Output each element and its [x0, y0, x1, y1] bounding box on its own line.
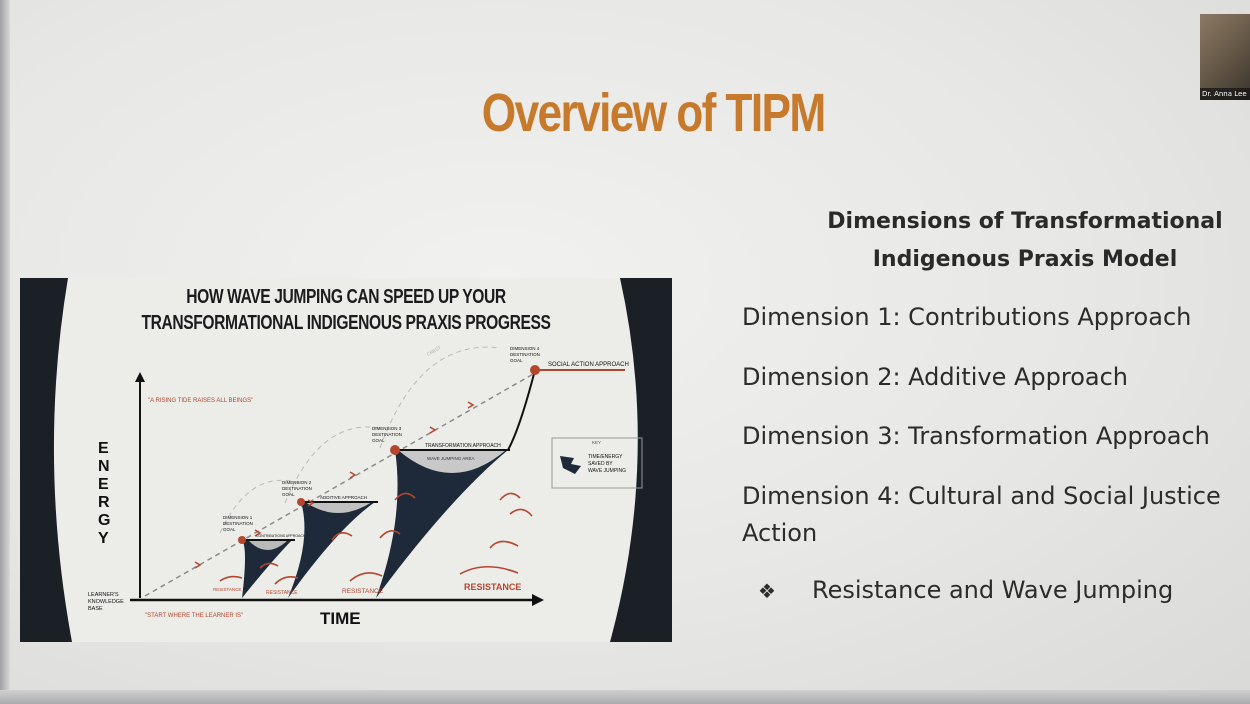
wave-3	[376, 450, 508, 598]
y-axis-label-e: E	[98, 440, 109, 457]
participant-video-thumbnail[interactable]: Dr. Anna Lee	[1200, 14, 1250, 100]
contributions-label: CONTRIBUTIONS APPROACH	[256, 534, 306, 538]
start-note: "START WHERE THE LEARNER IS"	[145, 613, 243, 619]
wave-2	[288, 502, 375, 598]
dimension-1-item: Dimension 1: Contributions Approach	[742, 303, 1192, 331]
trend-chevrons	[194, 401, 475, 569]
left-vignette	[20, 278, 72, 642]
additive-label: ADDITIVE APPROACH	[320, 495, 367, 500]
wave-jumping-area-label: WAVE JUMPING AREA	[427, 456, 475, 461]
resistance-bullet-text: Resistance and Wave Jumping	[812, 576, 1174, 604]
dim4-goal-line3: GOAL	[510, 358, 523, 363]
dim1-goal-line3: GOAL	[223, 527, 236, 532]
goal-dot-4	[530, 365, 540, 375]
dim3-goal-line2: DESTINATION	[372, 432, 402, 437]
crest-arc-1	[219, 479, 301, 534]
participant-name: Dr. Anna Lee	[1200, 88, 1250, 100]
y-axis-label-r: R	[98, 494, 110, 511]
rising-tide-note: "A RISING TIDE RAISES ALL BEINGS"	[148, 398, 253, 404]
dimensions-heading: Dimensions of Transformational Indigenou…	[800, 203, 1250, 279]
dim2-goal-line2: DESTINATION	[282, 486, 312, 491]
slide-title: Overview of TIPM	[481, 83, 827, 143]
resistance-label-4: RESISTANCE	[464, 582, 521, 592]
dim1-goal-line2: DESTINATION	[223, 521, 253, 526]
monitor-bezel-bottom	[0, 690, 1250, 704]
dim4-goal-line2: DESTINATION	[510, 352, 540, 357]
goal-dot-2	[297, 498, 305, 506]
wave-jumping-area-3	[398, 450, 506, 473]
knowledge-base-line2: KNOWLEDGE	[88, 599, 124, 605]
y-axis-arrowhead	[135, 372, 145, 382]
resistance-label-1: RESISTANCE	[213, 587, 241, 592]
x-axis-arrowhead	[532, 594, 544, 606]
wave-jumping-diagram: E N E R G Y TIME "A RISING TIDE RAISES A…	[20, 278, 672, 642]
y-axis-label-g: G	[98, 512, 110, 529]
knowledge-base-line1: LEARNER'S	[88, 592, 119, 598]
monitor-bezel-left	[0, 0, 10, 704]
wave-jumping-area-1	[248, 540, 288, 550]
y-axis-label-n: N	[98, 458, 110, 475]
trend-line	[144, 372, 536, 597]
resistance-label-2: RESISTANCE	[266, 590, 298, 596]
goal-dot-3	[390, 445, 400, 455]
right-vignette	[610, 278, 672, 642]
x-axis-label: TIME	[320, 609, 361, 628]
dim3-goal-line1: DIMENSION 3	[372, 426, 402, 431]
key-text-line1: TIME/ENERGY	[588, 454, 623, 460]
key-text-line3: WAVE JUMPING	[588, 468, 626, 474]
figure-title-line2: TRANSFORMATIONAL INDIGENOUS PRAXIS PROGR…	[141, 312, 551, 334]
wave-jumping-area-2	[305, 502, 372, 513]
dimensions-heading-line2: Indigenous Praxis Model	[872, 247, 1178, 272]
dimensions-heading-line1: Dimensions of Transformational	[827, 209, 1223, 234]
dim1-goal-line1: DIMENSION 1	[223, 515, 253, 520]
y-axis-label-y: Y	[98, 530, 109, 547]
dimension-4-item: Dimension 4: Cultural and Social Justice	[742, 482, 1221, 510]
dim2-goal-line1: DIMENSION 2	[282, 480, 312, 485]
key-swatch	[560, 456, 581, 474]
wave-1	[242, 540, 292, 598]
crest-label: CREST	[426, 345, 442, 357]
dim4-goal-line1: DIMENSION 4	[510, 346, 540, 351]
key-title: KEY	[592, 440, 601, 445]
dimension-4-item-continued: Action	[742, 519, 818, 547]
key-text-line2: SAVED BY	[588, 461, 613, 467]
key-box	[551, 437, 643, 489]
dimension-3-item: Dimension 3: Transformation Approach	[742, 422, 1210, 450]
resistance-arrows	[219, 492, 533, 585]
wave-jumping-figure: E N E R G Y TIME "A RISING TIDE RAISES A…	[20, 278, 672, 642]
dim3-goal-line3: GOAL	[372, 438, 385, 443]
knowledge-base-line3: BASE	[88, 606, 103, 612]
dimension-2-item: Dimension 2: Additive Approach	[742, 363, 1129, 391]
social-action-label: SOCIAL ACTION APPROACH	[548, 362, 629, 368]
dim2-goal-line3: GOAL	[282, 492, 295, 497]
resistance-bullet-row: ❖ Resistance and Wave Jumping	[758, 576, 1173, 604]
y-axis-label-e2: E	[98, 476, 109, 493]
resistance-label-3: RESISTANCE	[342, 588, 384, 595]
figure-title-line1: HOW WAVE JUMPING CAN SPEED UP YOUR	[186, 286, 506, 308]
final-rise	[507, 369, 536, 451]
crest-arc-2	[284, 426, 381, 504]
diamond-bullet-icon: ❖	[758, 579, 776, 603]
goal-dot-1	[238, 536, 246, 544]
transformation-label: TRANSFORMATION APPROACH	[425, 443, 501, 449]
